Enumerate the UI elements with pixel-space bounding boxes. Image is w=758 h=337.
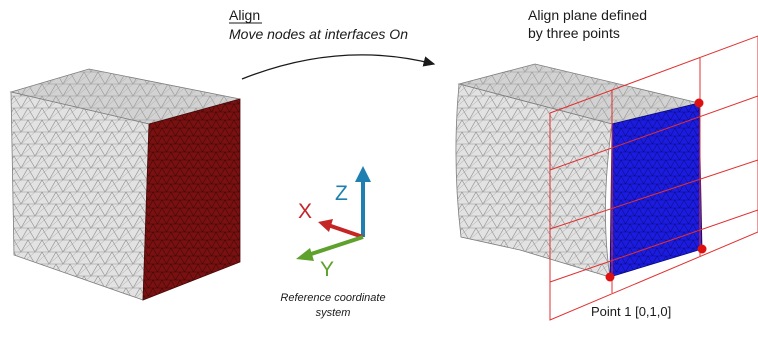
coordinate-caption-line1: Reference coordinate	[280, 292, 385, 304]
defining-point-top	[694, 98, 704, 108]
right-mesh-cube	[455, 63, 703, 278]
y-axis	[307, 235, 364, 257]
align-operation-arrow	[241, 54, 436, 80]
plane-caption-line1: Align plane defined	[528, 7, 647, 23]
align-plane-grid-h3	[549, 209, 758, 283]
align-title: Align	[229, 7, 260, 23]
align-plane	[549, 35, 758, 321]
z-axis-arrowhead	[355, 166, 371, 182]
reference-coordinate-system: Z X Y Reference coordinate system	[280, 166, 386, 319]
defining-point-bottom-left	[605, 272, 615, 282]
x-axis-label: X	[298, 200, 312, 223]
y-axis-label: Y	[320, 258, 334, 281]
x-axis	[327, 223, 364, 239]
align-plane-grid-h2	[549, 159, 758, 230]
left-mesh-cube	[9, 68, 241, 301]
plane-caption-line2: by three points	[528, 25, 620, 41]
z-axis-label: Z	[335, 182, 348, 205]
point-1-label: Point 1 [0,1,0]	[591, 304, 671, 319]
align-plane-frame	[549, 35, 758, 321]
coordinate-caption-line2: system	[316, 307, 351, 319]
defining-points	[605, 98, 707, 282]
defining-point-bottom-right	[697, 244, 707, 254]
align-plane-grid-h1	[549, 95, 758, 171]
y-axis-arrowhead	[296, 248, 314, 261]
x-axis-arrowhead	[318, 219, 333, 232]
align-subtitle: Move nodes at interfaces On	[229, 26, 408, 42]
